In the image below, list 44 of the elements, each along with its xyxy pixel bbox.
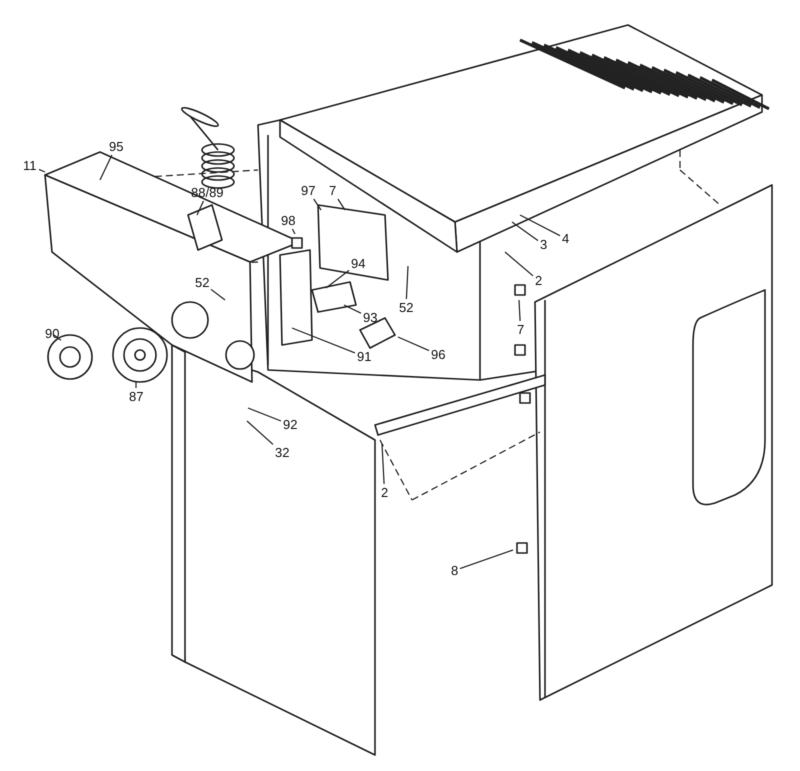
- leader-line: [313, 198, 322, 210]
- leader-line: [512, 222, 538, 242]
- callout-number: 93: [362, 310, 378, 325]
- callout-number: 8: [450, 563, 460, 578]
- callout-number: 32: [274, 445, 290, 460]
- callout-number: 98: [280, 213, 296, 228]
- leader-line: [398, 336, 430, 352]
- leader-line: [248, 407, 282, 422]
- callout-number: 97: [300, 183, 316, 198]
- callout-number: 91: [356, 349, 372, 364]
- callout-number: 11: [22, 158, 38, 173]
- callout-number: 4: [561, 231, 570, 246]
- leader-line: [337, 198, 346, 210]
- leader-line: [406, 266, 409, 300]
- callout-number: 7: [328, 183, 338, 198]
- callout-number: 87: [128, 389, 144, 404]
- leader-line: [344, 304, 362, 314]
- leader-line: [520, 214, 560, 236]
- callout-number: 3: [539, 237, 548, 252]
- leader-line: [135, 382, 137, 388]
- leader-line: [196, 200, 204, 216]
- callout-number: 7: [516, 322, 526, 337]
- leader-line: [518, 300, 521, 322]
- callout-number: 2: [380, 485, 390, 500]
- leader-line: [292, 327, 356, 354]
- leader-line: [210, 288, 226, 300]
- leader-line: [54, 334, 62, 341]
- callout-number: 52: [398, 300, 414, 315]
- leader-line: [246, 420, 274, 445]
- callout-number: 92: [282, 417, 298, 432]
- leader-line: [99, 154, 112, 180]
- leader-line: [292, 228, 296, 234]
- leader-line: [326, 270, 350, 288]
- callout-number: 2: [534, 273, 544, 288]
- leader-line: [504, 252, 534, 276]
- callout-number: 88/89: [190, 185, 225, 200]
- callout-number: 94: [350, 256, 366, 271]
- leader-line: [460, 549, 514, 570]
- callout-number: 52: [194, 275, 210, 290]
- callout-number: 96: [430, 347, 446, 362]
- callout-number: 95: [108, 139, 124, 154]
- leader-line: [38, 168, 46, 173]
- callout-number: 90: [44, 326, 60, 341]
- leader-line: [381, 444, 385, 484]
